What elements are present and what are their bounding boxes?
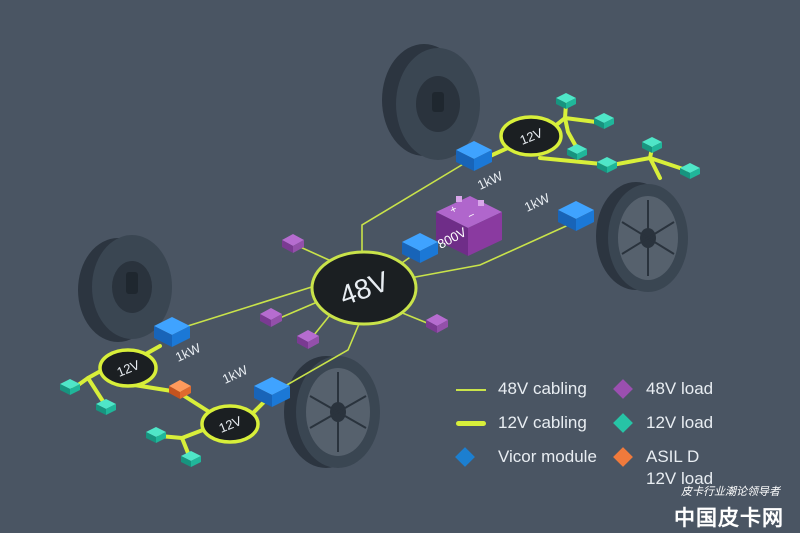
- watermark: 皮卡行业潮论领导者 中国皮卡网: [666, 483, 794, 530]
- load-12v: [594, 113, 614, 129]
- watermark-tagline: 皮卡行业潮论领导者: [681, 485, 780, 498]
- load-12v: [680, 163, 700, 179]
- battery-plus: +: [448, 203, 459, 217]
- wheel-front-right: [596, 182, 688, 292]
- battery-minus: −: [466, 209, 477, 223]
- load-48v: [426, 314, 448, 333]
- hub-48v: 48V: [310, 250, 418, 326]
- load-12v: [556, 93, 576, 109]
- module-power-label: 1kW: [220, 362, 251, 387]
- module-power-label: 1kW: [475, 168, 506, 193]
- legend-swatch-48v-cabling: [456, 389, 486, 391]
- load-12v: [146, 427, 166, 443]
- legend-label: Vicor module: [498, 447, 597, 466]
- load-48v: [260, 308, 282, 327]
- module-power-label: 1kW: [522, 190, 553, 215]
- legend-label: 12V cabling: [498, 413, 587, 432]
- legend-item-48v-cabling: 48V cabling: [456, 378, 587, 400]
- load-12v: [181, 451, 201, 467]
- load-12v: [642, 137, 662, 153]
- converter-12v-rear-right: 12V: [200, 404, 260, 444]
- legend-item-vicor-module: Vicor module: [455, 446, 597, 468]
- legend: 48V cabling 12V cabling Vicor module 48V…: [455, 378, 756, 498]
- legend-item-48v-load: 48V load: [613, 378, 714, 400]
- legend-swatch-12v-cabling: [456, 421, 486, 426]
- legend-item-12v-load: 12V load: [613, 412, 714, 434]
- legend-swatch-12v-load: [613, 413, 633, 433]
- load-12v: [567, 144, 587, 160]
- load-12v: [60, 379, 80, 395]
- legend-swatch-48v-load: [613, 379, 633, 399]
- load-12v: [597, 157, 617, 173]
- legend-label: 48V cabling: [498, 379, 587, 398]
- legend-swatch-asil-d: [613, 447, 633, 467]
- wheel-rear-left: [78, 235, 172, 342]
- legend-label: 12V load: [646, 413, 714, 432]
- converter-12v-rear-left: 12V: [98, 348, 158, 388]
- vicor-module: [254, 377, 290, 407]
- legend-item-asil-d: ASIL D 12V load: [613, 446, 714, 490]
- battery-800v: + − 800V: [435, 196, 502, 256]
- wheel-front-left: [382, 44, 480, 160]
- legend-label: 48V load: [646, 379, 714, 398]
- watermark-brand: 中国皮卡网: [674, 507, 784, 530]
- load-12v: [96, 399, 116, 415]
- legend-item-12v-cabling: 12V cabling: [456, 412, 587, 434]
- wheel-rear-right: [284, 356, 380, 468]
- converter-12v-front: 12V: [499, 115, 563, 157]
- legend-swatch-vicor-module: [455, 447, 475, 467]
- legend-label: ASIL D 12V load: [646, 447, 714, 488]
- load-48v: [282, 234, 304, 253]
